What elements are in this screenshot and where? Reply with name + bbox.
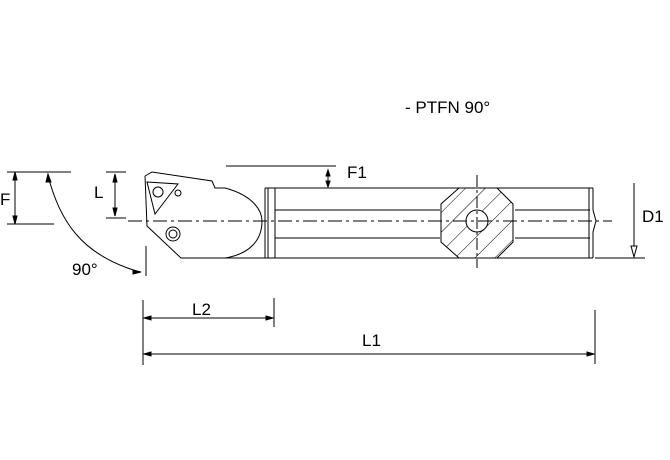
label-angle: 90°	[72, 260, 98, 279]
dimension-l1	[142, 310, 596, 364]
dimension-d1	[595, 183, 645, 259]
label-l1: L1	[362, 331, 381, 350]
angle-dimension	[45, 172, 147, 276]
tool-head	[144, 171, 265, 259]
label-d1: D1	[642, 207, 664, 226]
cross-section	[440, 175, 514, 268]
drawing-title: - PTFN 90°	[405, 98, 490, 117]
label-l2: L2	[192, 300, 211, 319]
label-l: L	[94, 183, 103, 202]
bar-shank	[264, 187, 597, 259]
dimension-f	[7, 171, 71, 225]
dimension-l	[106, 171, 126, 219]
dimension-f1	[226, 165, 336, 189]
label-f1: F1	[347, 163, 367, 182]
label-f: F	[0, 190, 10, 209]
